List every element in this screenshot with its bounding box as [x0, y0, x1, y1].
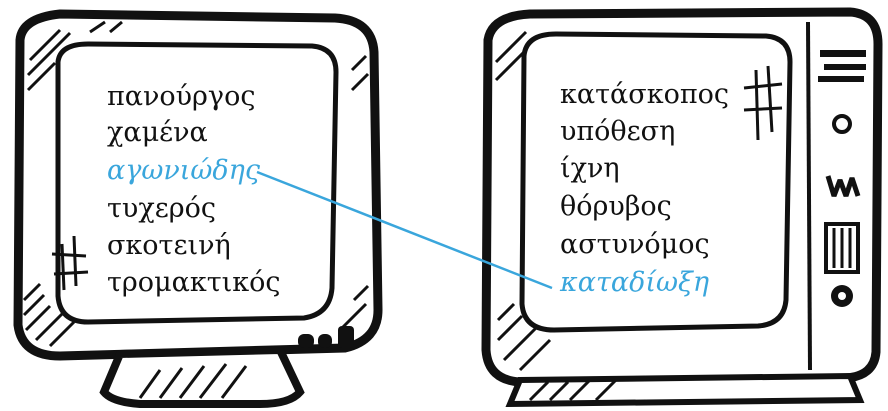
dial-icon [831, 285, 853, 307]
left-word-2: χαμένα [107, 116, 208, 150]
right-word-4: θόρυβος [560, 190, 672, 224]
left-word-5: σκοτεινή [107, 229, 231, 263]
right-word-3: ίχνη [560, 152, 620, 186]
left-word-highlighted: αγωνιώδης [107, 154, 260, 188]
left-word-6: τρομακτικός [107, 266, 281, 300]
right-word-highlighted: καταδίωξη [560, 266, 709, 300]
grille-icon [818, 50, 866, 82]
grille-icon [826, 224, 858, 272]
left-word-4: τυχερός [107, 192, 216, 226]
right-word-2: υπόθεση [560, 115, 675, 149]
right-word-1: κατάσκοπος [560, 78, 729, 112]
left-word-1: πανούργος [107, 80, 255, 114]
right-word-5: αστυνόμος [560, 228, 710, 262]
right-tv [486, 12, 878, 404]
